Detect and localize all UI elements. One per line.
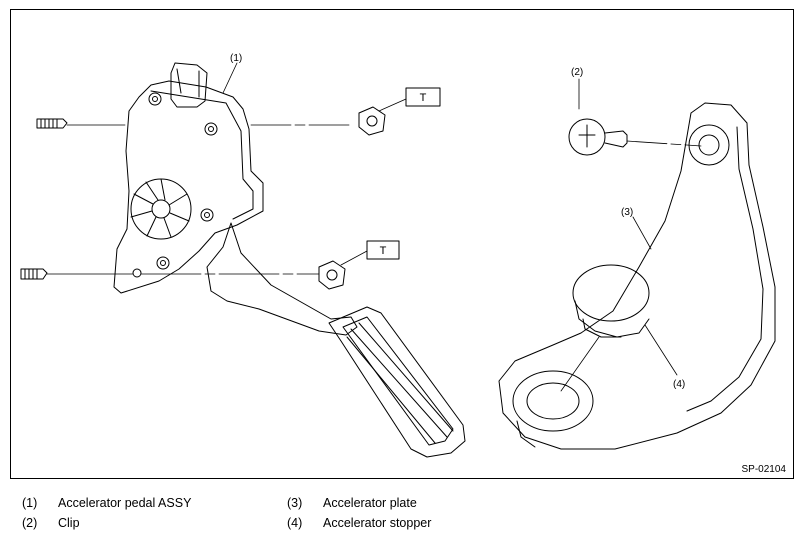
legend-label: Accelerator plate — [323, 496, 417, 510]
pedal-connector — [170, 62, 208, 108]
callout-2: (2) — [571, 67, 583, 78]
exploded-parts-diagram: (1) (2) (3) (4) T T — [20, 53, 776, 458]
legend-num: (4) — [287, 516, 303, 530]
plate-mount-hole — [688, 124, 730, 166]
torque-mark-lower: T — [380, 245, 387, 257]
pedal-pad — [328, 306, 466, 458]
left-stud-upper — [36, 118, 68, 129]
legend-label: Clip — [58, 516, 80, 530]
legend-num: (3) — [287, 496, 303, 510]
diagram-frame: (1) (2) (3) (4) T T SP-02104 — [10, 9, 794, 479]
legend-num: (1) — [22, 496, 38, 510]
torque-mark-upper: T — [420, 92, 427, 104]
pedal-bracket — [113, 80, 264, 294]
clip — [568, 118, 628, 156]
callout-4: (4) — [673, 379, 685, 390]
plate-foot-pad — [512, 370, 594, 432]
accelerator-plate — [498, 102, 776, 450]
nut-upper — [358, 106, 386, 136]
assembly-lines — [46, 62, 702, 392]
pedal-arm — [206, 222, 358, 336]
callout-3: (3) — [621, 207, 633, 218]
left-stud-lower — [20, 268, 48, 280]
accelerator-pedal-assy — [20, 62, 466, 458]
torque-box-upper: T — [405, 87, 441, 107]
torque-box-lower: T — [366, 240, 400, 260]
callout-1: (1) — [230, 53, 242, 64]
legend-label: Accelerator pedal ASSY — [58, 496, 192, 510]
accelerator-stopper — [572, 264, 650, 338]
nut-lower — [318, 260, 346, 290]
pedal-sensor-wheel — [130, 178, 192, 240]
legend-num: (2) — [22, 516, 38, 530]
legend-label: Accelerator stopper — [323, 516, 432, 530]
figure-code: SP-02104 — [741, 464, 786, 475]
